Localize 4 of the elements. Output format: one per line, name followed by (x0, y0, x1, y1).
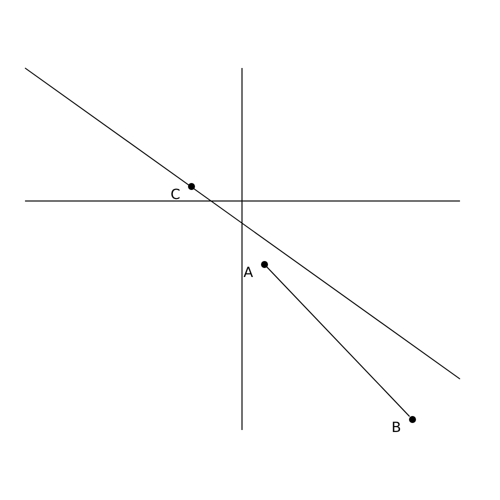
line-segment (266, 266, 410, 417)
point-label: C (170, 186, 180, 202)
point-label: B (392, 420, 402, 436)
point-label: A (244, 264, 254, 280)
